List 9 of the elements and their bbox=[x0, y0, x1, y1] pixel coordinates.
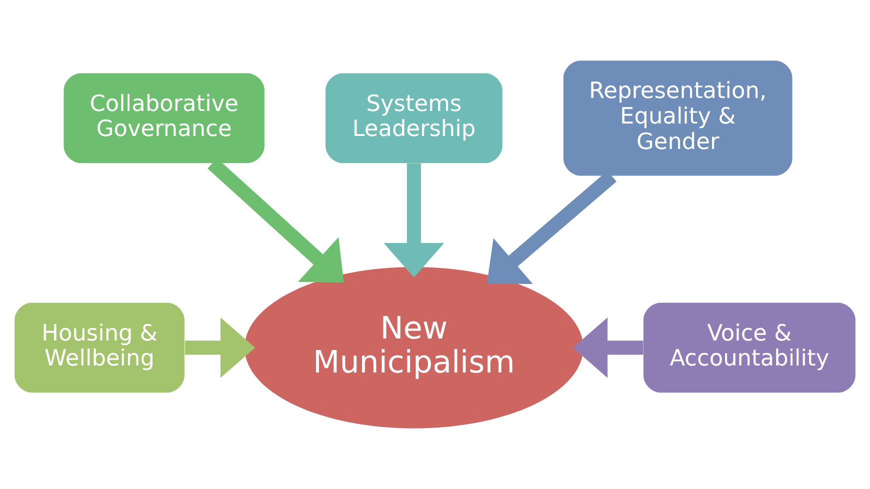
node-box: Voice & Accountability bbox=[643, 302, 856, 393]
arrow bbox=[573, 317, 644, 378]
node-box: Representation, Equality & Gender bbox=[563, 60, 792, 176]
arrow bbox=[184, 317, 256, 378]
node-box: Systems Leadership bbox=[326, 73, 502, 164]
arrow bbox=[384, 163, 444, 278]
node-box: Housing & Wellbeing bbox=[14, 302, 184, 393]
node-ellipse: New Municipalism bbox=[244, 266, 584, 428]
node-box: Collaborative Governance bbox=[64, 73, 264, 164]
